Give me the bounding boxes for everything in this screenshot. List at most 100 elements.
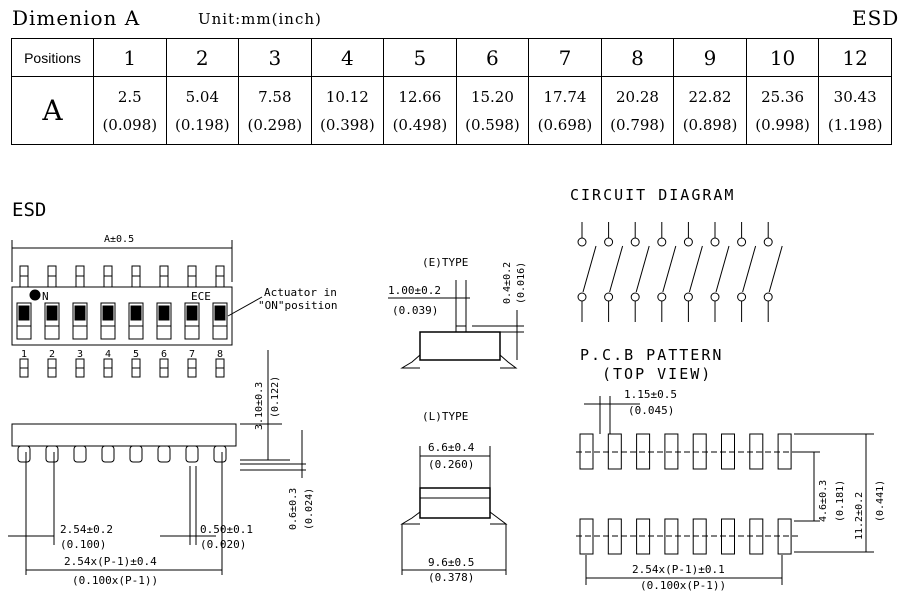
- pin-number: 6: [161, 349, 167, 360]
- actuator-note-2: "ON"position: [258, 299, 337, 312]
- pin-number: 1: [21, 349, 27, 360]
- dimension-cell: 30.43 (1.198): [818, 76, 892, 145]
- l-top-dim-label: 6.6±0.4: [428, 441, 475, 454]
- dimension-cell: 20.28(0.798): [600, 76, 675, 145]
- actuator-knob: [102, 305, 114, 321]
- side-lead: [17, 445, 31, 463]
- e-height-dim-inch: (0.016): [516, 262, 527, 304]
- pitch-dim-label: 2.54±0.2: [60, 523, 113, 536]
- bottom-pins: [19, 358, 225, 378]
- height-dim-label: 3.10±0.3: [254, 382, 265, 430]
- dimension-cell: 15.20(0.598): [455, 76, 530, 145]
- dimension-cell: 10.12(0.398): [310, 76, 385, 145]
- dimension-mm: 5.04: [185, 87, 219, 106]
- dimension-mm: 15.20: [470, 87, 514, 106]
- dimension-inch: (0.298): [247, 115, 303, 134]
- actuator-slot: [128, 302, 144, 340]
- l-top-dim-inch: (0.260): [428, 458, 474, 471]
- esd-label: ESD: [12, 199, 46, 221]
- actuator-knob: [46, 305, 58, 321]
- pin-number: 2: [49, 349, 55, 360]
- dimension-mm: 12.66: [398, 87, 442, 106]
- pin-width-dim-label: 0.50±0.1: [200, 523, 253, 536]
- switch-top-contact: [577, 237, 587, 247]
- position-header: 2: [165, 38, 240, 77]
- switch-bottom-contact: [737, 292, 747, 302]
- l-right-lead: [489, 511, 508, 525]
- lead-dim-label: 0.6±0.3: [288, 488, 299, 530]
- span-dim-inch: (0.100x(P-1)): [72, 574, 158, 587]
- e-width-dim-inch: (0.039): [392, 304, 438, 317]
- actuator-leader-line: [227, 296, 263, 317]
- dimension-inch: (0.998): [755, 115, 810, 134]
- dimension-a-header: A: [11, 76, 94, 145]
- switch-bottom-contact: [604, 292, 614, 302]
- switch-top-contact: [683, 237, 693, 247]
- switch-bottom-contact: [763, 292, 773, 302]
- on-label: N: [42, 290, 49, 303]
- dimension-mm: 25.36: [761, 87, 805, 106]
- pin-number: 4: [105, 349, 111, 360]
- dimension-cell: 22.82(0.898): [673, 76, 747, 145]
- side-lead: [129, 445, 143, 463]
- dimension-inch: (0.698): [537, 115, 593, 134]
- dimension-mm: 10.12: [325, 87, 369, 106]
- circuit-title: CIRCUIT DIAGRAM: [570, 186, 735, 204]
- actuator-knob: [18, 305, 30, 321]
- side-lead: [73, 445, 87, 463]
- switch-bottom-contact: [657, 292, 667, 302]
- actuators: [16, 302, 228, 340]
- dimension-mm: 17.74: [543, 87, 587, 106]
- switch-body: [11, 286, 233, 346]
- dimension-cell: 7.58(0.298): [238, 76, 312, 145]
- side-lead: [101, 445, 115, 463]
- circuit-diagram: [577, 222, 783, 322]
- switch-top-contact: [710, 237, 720, 247]
- pcb-subtitle: (TOP VIEW): [602, 365, 712, 383]
- dimension-inch: (0.498): [392, 115, 448, 134]
- e-width-dim-label: 1.00±0.2: [388, 284, 441, 297]
- l-type-title: (L)TYPE: [422, 410, 468, 423]
- switch-bottom-contact: [630, 292, 640, 302]
- e-type-title: (E)TYPE: [422, 256, 468, 269]
- pin-number: 7: [189, 349, 195, 360]
- actuator-knob: [158, 305, 170, 321]
- actuator-slot: [100, 302, 116, 340]
- positions-header: Positions: [11, 38, 94, 77]
- dimension-cell: 2.5(0.098): [93, 76, 167, 145]
- side-view: 3.10±0.3 (0.122) 0.6±0.3 (0.024) 2.54±0.…: [8, 350, 315, 587]
- dimension-mm: 30.43: [833, 87, 877, 106]
- l-bottom-dim-inch: (0.378): [428, 571, 474, 584]
- l-left-lead: [400, 511, 421, 525]
- dimension-inch: (0.198): [174, 115, 230, 134]
- on-dot-icon: [29, 289, 41, 301]
- actuator-slot: [212, 302, 228, 340]
- side-lead: [45, 445, 59, 463]
- pin-number: 3: [77, 349, 83, 360]
- lead-dim-inch: (0.024): [304, 488, 315, 530]
- switch-blade: [635, 245, 650, 293]
- switch-top-contact: [763, 237, 773, 247]
- span-dim-label: 2.54x(P-1)±0.4: [64, 555, 157, 568]
- pcb-pad-width-dim: 1.15±0.5: [624, 388, 677, 401]
- pcb-span-dim-inch: (0.100x(P-1)): [640, 579, 726, 592]
- pcb-outer-dim-label: 11.2±0.2: [854, 492, 865, 540]
- position-header: 9: [673, 38, 747, 77]
- actuator-knob: [214, 305, 226, 321]
- e-type-body: [419, 331, 501, 361]
- dimension-mm: 20.28: [616, 87, 659, 106]
- side-lead: [157, 445, 171, 463]
- dimension-inch: (1.198): [827, 115, 883, 134]
- position-header: 5: [383, 38, 457, 77]
- pcb-inner-dim-label: 4.6±0.3: [818, 480, 829, 522]
- switch-blade: [715, 245, 730, 293]
- l-bottom-dim-label: 9.6±0.5: [428, 556, 474, 569]
- dimension-cell: 25.36 (0.998): [745, 76, 820, 145]
- switch-blade: [582, 245, 597, 293]
- pin-number: 8: [217, 349, 223, 360]
